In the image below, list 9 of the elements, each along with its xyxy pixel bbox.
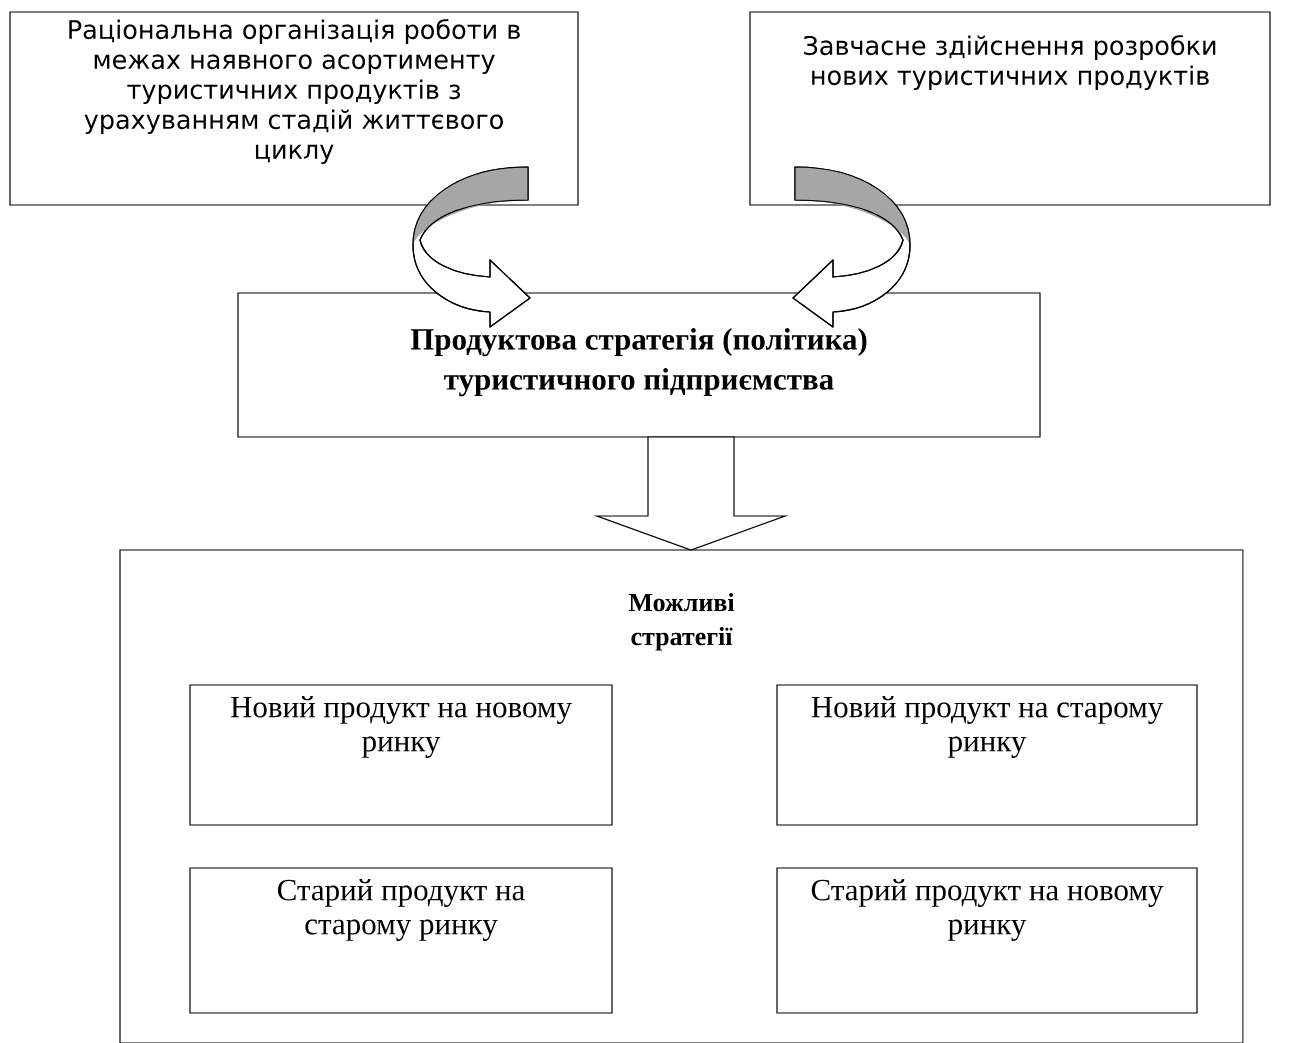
- text-box: Раціональна організація роботи в межах наявного асортименту туристичних продуктів з урахуванням стадій життєвого циклу: [9, 11, 579, 206]
- strategy-option-box: Старий продукт на старому ринку: [189, 867, 613, 1014]
- strategy-option-box: Новий продукт на старому ринку: [776, 684, 1198, 826]
- text-box: Завчасне здійснення розробки нових туристичних продуктів: [749, 11, 1271, 206]
- block-arrow: [593, 436, 789, 551]
- curved-arrow: [412, 166, 531, 328]
- strategy-option-box: Новий продукт на новому ринку: [189, 684, 613, 826]
- strategy-option-box: Старий продукт на новому ринку: [776, 867, 1198, 1014]
- curved-arrow: [792, 166, 911, 328]
